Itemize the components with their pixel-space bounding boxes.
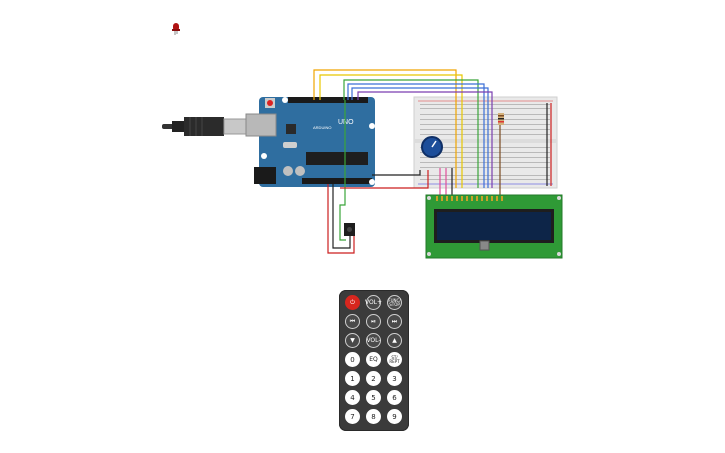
remote-button[interactable]: 1 — [345, 371, 360, 386]
remote-button[interactable]: ⏭ — [387, 314, 402, 329]
remote-button[interactable]: 0 — [345, 352, 360, 367]
remote-button[interactable]: ▼ — [345, 333, 360, 348]
arduino-brand-label: ARDUINO — [313, 125, 331, 130]
remote-button[interactable]: 3 — [387, 371, 402, 386]
potentiometer[interactable] — [421, 136, 443, 158]
remote-button[interactable]: 5 — [366, 390, 381, 405]
remote-button[interactable]: ST/ REPT — [387, 352, 402, 367]
remote-button[interactable]: ⏮ — [345, 314, 360, 329]
resistor[interactable] — [498, 113, 504, 125]
usb-cable[interactable] — [162, 117, 247, 136]
remote-button[interactable]: FUNC/ STOP — [387, 295, 402, 310]
remote-button[interactable]: VOL+ — [365, 295, 382, 310]
remote-button[interactable]: 7 — [345, 409, 360, 424]
remote-button[interactable]: 9 — [387, 409, 402, 424]
remote-button[interactable]: VOL- — [366, 333, 381, 348]
remote-button[interactable]: ⏯ — [366, 314, 381, 329]
wires — [313, 69, 552, 254]
remote-button[interactable]: 6 — [387, 390, 402, 405]
red-led[interactable] — [172, 23, 180, 35]
remote-button[interactable]: EQ — [366, 352, 381, 367]
remote-button[interactable]: ▲ — [387, 333, 402, 348]
ir-receiver[interactable] — [344, 223, 355, 236]
arduino-model-label: UNO — [338, 119, 354, 126]
remote-button[interactable]: ⏻ — [345, 295, 360, 310]
remote-button[interactable]: 8 — [366, 409, 381, 424]
remote-button[interactable]: 4 — [345, 390, 360, 405]
lcd-16x2-display[interactable] — [425, 194, 563, 259]
arduino-uno-board[interactable]: ARDUINO UNO — [245, 97, 375, 187]
remote-button[interactable]: 2 — [366, 371, 381, 386]
